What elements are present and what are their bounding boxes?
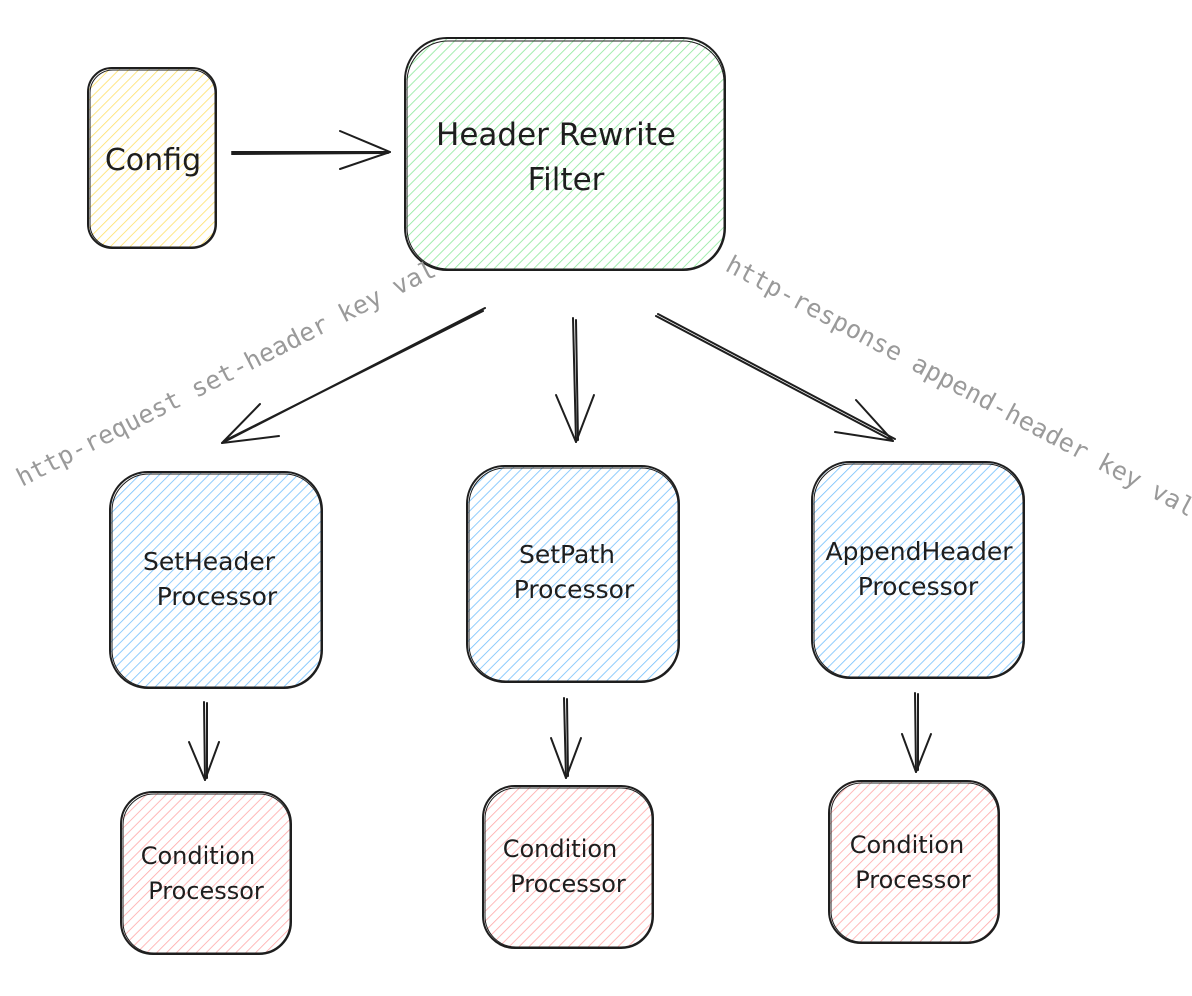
setpath-processor-node: SetPath Processor xyxy=(466,465,680,683)
condition-processor-node-3: Condition Processor xyxy=(828,780,1000,944)
config-label: Config xyxy=(105,143,201,178)
condition-1-label-line1: Condition xyxy=(141,842,256,870)
arrow-config-to-filter xyxy=(231,130,391,170)
setpath-label-line1: SetPath xyxy=(519,540,615,569)
condition-3-label-line1: Condition xyxy=(850,831,965,859)
filter-label-line2: Filter xyxy=(528,162,605,198)
condition-processor-node-2: Condition Processor xyxy=(482,785,654,949)
setheader-label-line1: SetHeader xyxy=(143,547,276,576)
header-rewrite-filter-node: Header Rewrite Filter xyxy=(404,37,726,271)
condition-processor-node-1: Condition Processor xyxy=(120,791,292,955)
setheader-processor-node: SetHeader Processor xyxy=(109,471,323,689)
arrow-setpath-to-condition-2 xyxy=(550,697,582,779)
arrow-filter-to-setpath xyxy=(555,317,595,443)
config-node: Config xyxy=(87,67,217,249)
edge-label-request: http-request set-header key val xyxy=(12,255,441,493)
setheader-label-line2: Processor xyxy=(157,582,278,611)
filter-label-line1: Header Rewrite xyxy=(436,117,676,153)
arrow-appendheader-to-condition-3 xyxy=(901,692,932,773)
arrow-filter-to-setheader xyxy=(221,307,486,444)
appendheader-processor-node: AppendHeader Processor xyxy=(811,461,1025,679)
condition-3-label-line2: Processor xyxy=(855,866,971,894)
condition-1-label-line2: Processor xyxy=(148,877,264,905)
appendheader-label-line1: AppendHeader xyxy=(826,537,1014,566)
appendheader-label-line2: Processor xyxy=(858,572,979,601)
condition-2-label-line1: Condition xyxy=(503,835,618,863)
setpath-label-line2: Processor xyxy=(514,575,635,604)
arrow-filter-to-appendheader xyxy=(655,313,896,442)
condition-2-label-line2: Processor xyxy=(510,870,626,898)
arrow-setheader-to-condition-1 xyxy=(188,701,220,781)
